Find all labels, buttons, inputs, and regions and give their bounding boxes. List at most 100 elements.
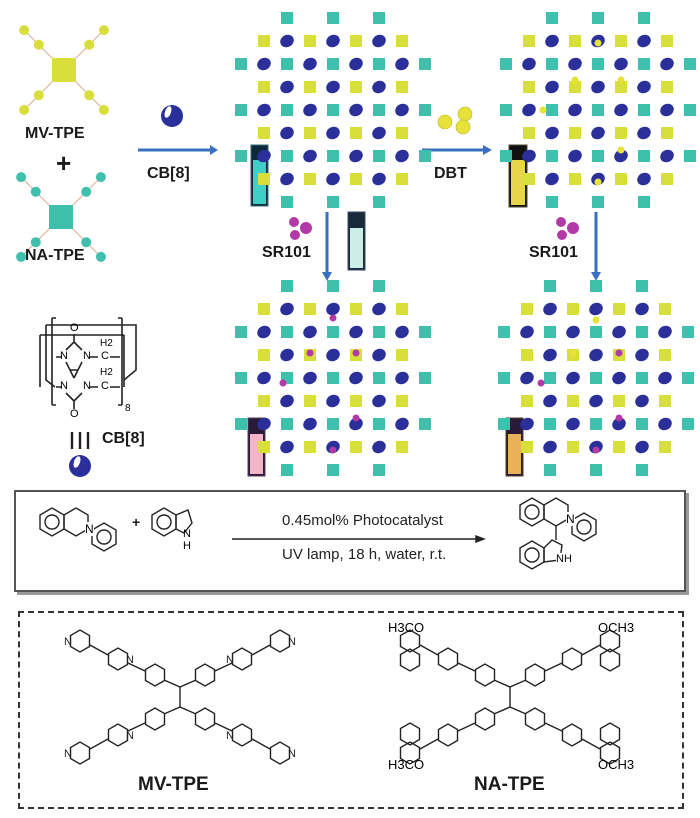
cb8-ring <box>589 348 603 362</box>
cb8-ring <box>635 440 649 454</box>
n-plus-label: N <box>226 730 234 742</box>
guest-molecule <box>592 446 600 454</box>
cb8-ring <box>395 371 409 385</box>
lattice-node <box>281 104 293 116</box>
lattice-node <box>661 35 673 47</box>
dbt-step-label: DBT <box>434 165 467 182</box>
cb8-atom-h2-top: H2 <box>100 338 113 349</box>
lattice-node <box>419 372 431 384</box>
bond <box>179 706 197 715</box>
lattice-node <box>281 58 293 70</box>
lattice-node <box>682 372 694 384</box>
guest-molecule <box>617 146 625 154</box>
lattice-node <box>661 173 673 185</box>
lattice-node <box>419 104 431 116</box>
cb8-ring <box>658 417 672 431</box>
cb8-ring <box>372 34 386 48</box>
cb8-ring <box>303 371 317 385</box>
methoxy-top-left: H3CO <box>388 620 425 635</box>
arm-node <box>30 237 41 248</box>
bond <box>544 722 563 732</box>
lattice-node <box>258 173 270 185</box>
n-plus-label: N <box>64 636 72 648</box>
cb8-ring <box>614 149 628 163</box>
lattice-node <box>419 418 431 430</box>
bond <box>419 644 439 656</box>
lattice-node <box>613 395 625 407</box>
lattice-node <box>521 349 533 361</box>
arm-node <box>16 251 27 262</box>
cb8-ring <box>326 80 340 94</box>
arm-node <box>19 25 30 36</box>
n-plus-label: N <box>288 748 296 760</box>
cb8-ring <box>326 348 340 362</box>
lattice-node <box>682 418 694 430</box>
cb8-ring <box>543 440 557 454</box>
mv-tpe-structure-label: MV-TPE <box>138 774 209 795</box>
cb8-ring <box>660 149 674 163</box>
indole-n-atom: N <box>183 528 191 540</box>
lattice-node <box>281 280 293 292</box>
arm-node <box>84 90 95 101</box>
reactant-n-atom: N <box>85 522 94 536</box>
cb8-sphere-icon <box>161 105 183 127</box>
cb8-ring <box>545 126 559 140</box>
assembly-with-sr101 <box>235 280 431 476</box>
lattice-node <box>419 326 431 338</box>
cb8-ring <box>522 57 536 71</box>
guest-molecule <box>571 76 579 84</box>
lattice-node <box>350 127 362 139</box>
cb8-ring <box>637 80 651 94</box>
bond <box>493 706 511 715</box>
cb8-ring <box>589 302 603 316</box>
guest-molecule <box>352 349 360 357</box>
lattice-node <box>235 104 247 116</box>
guest-molecule <box>569 349 577 357</box>
lattice-node <box>235 372 247 384</box>
cb8-structure-label: CB[8] <box>102 430 145 447</box>
cb8-ring <box>257 103 271 117</box>
lattice-node <box>396 81 408 93</box>
cb8-ring <box>257 417 271 431</box>
lattice-node <box>304 441 316 453</box>
lattice-node <box>396 173 408 185</box>
cb8-ring <box>372 348 386 362</box>
cb8-ring <box>566 325 580 339</box>
lattice-node <box>498 326 510 338</box>
lattice-node <box>304 35 316 47</box>
lattice-node <box>523 127 535 139</box>
vial-yellow <box>508 144 528 208</box>
lattice-node <box>684 58 696 70</box>
arrow-sr101-left <box>322 212 332 281</box>
lattice-node <box>684 150 696 162</box>
lattice-node <box>544 372 556 384</box>
cb8-ring <box>568 57 582 71</box>
lattice-node <box>327 12 339 24</box>
lattice-node <box>638 12 650 24</box>
arm-node <box>84 39 95 50</box>
lattice-node <box>235 150 247 162</box>
cb8-ring <box>303 149 317 163</box>
lattice-node <box>592 104 604 116</box>
cb8-ring <box>280 302 294 316</box>
lattice-node <box>636 418 648 430</box>
guest-molecule <box>279 379 287 387</box>
lattice-node <box>590 418 602 430</box>
lattice-node <box>636 464 648 476</box>
cb8-ring <box>635 394 649 408</box>
cb8-ring <box>591 126 605 140</box>
guest-molecule <box>329 446 337 454</box>
lattice-node <box>350 441 362 453</box>
lattice-node <box>373 150 385 162</box>
sr101-spheres-right-icon <box>556 217 579 240</box>
lattice-node <box>569 81 581 93</box>
lattice-node <box>615 35 627 47</box>
cb8-subscript: 8 <box>125 403 131 414</box>
n-plus-label: N <box>64 748 72 760</box>
lattice-node <box>546 150 558 162</box>
lattice-node <box>638 150 650 162</box>
lattice-node <box>523 173 535 185</box>
cb8-ring <box>326 302 340 316</box>
bond <box>127 722 146 732</box>
